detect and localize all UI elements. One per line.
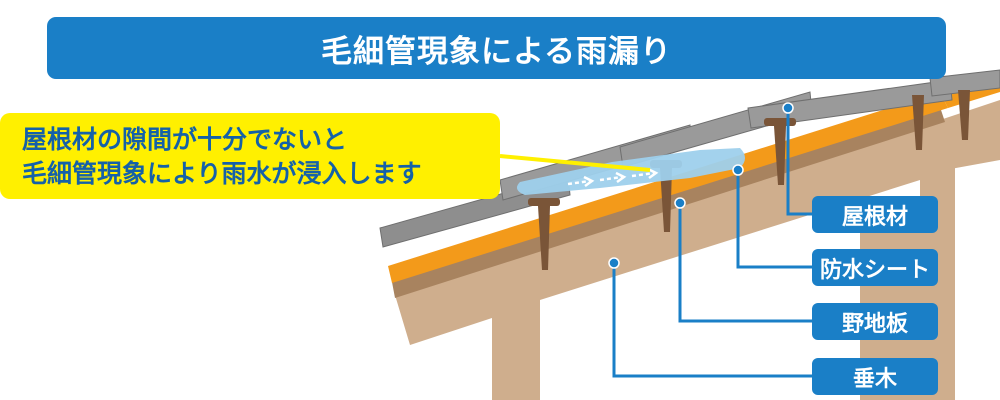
callout-box: 屋根材の隙間が十分でないと 毛細管現象により雨水が浸入します — [0, 113, 500, 199]
leader-sheathing-board — [678, 203, 812, 323]
label-sheathing-board: 野地板 — [812, 303, 938, 340]
nail-1 — [528, 198, 560, 270]
page-title: 毛細管現象による雨漏り — [320, 33, 673, 70]
flow-arrows — [567, 167, 659, 188]
callout-line-2: 毛細管現象により雨水が浸入します — [22, 159, 422, 188]
label-rafter: 垂木 — [812, 358, 938, 395]
label-sheathing-board-text: 野地板 — [841, 311, 908, 337]
rainwater-flow — [516, 148, 745, 195]
rafter-main — [395, 120, 955, 400]
right-roof-wood — [940, 100, 1000, 170]
callout-line-1: 屋根材の隙間が十分でないと — [22, 125, 348, 154]
leader-lines — [612, 110, 812, 378]
leader-roof-material — [786, 110, 812, 216]
label-roof-material-text: 屋根材 — [841, 204, 908, 230]
leader-waterproof-sheet — [736, 170, 812, 269]
callout-pointer — [499, 154, 651, 172]
roof-tile-5 — [929, 69, 1000, 97]
label-waterproof-sheet: 防水シート — [812, 249, 938, 286]
leader-rafter — [612, 263, 812, 378]
nail-5 — [958, 90, 970, 140]
leader-dots — [608, 102, 794, 269]
nail-4 — [912, 95, 924, 150]
label-waterproof-sheet-text: 防水シート — [819, 257, 930, 283]
roof-tile-4 — [747, 79, 953, 129]
title-banner: 毛細管現象による雨漏り — [47, 17, 946, 79]
label-rafter-text: 垂木 — [852, 366, 897, 392]
label-roof-material: 屋根材 — [812, 196, 938, 233]
